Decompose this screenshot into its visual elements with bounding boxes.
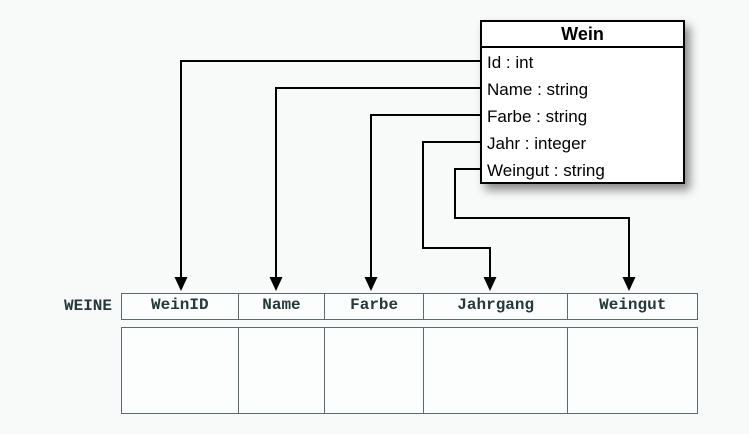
table-empty-row — [121, 327, 698, 414]
column-header-weingut: Weingut — [567, 294, 697, 319]
table-cell-jahrgang — [422, 328, 568, 413]
arrowhead-weingut — [622, 277, 636, 291]
arrowhead-farbe — [364, 277, 378, 291]
table-cell-name — [237, 328, 325, 413]
arrowhead-name — [269, 277, 283, 291]
uml-class-wein: Wein Id : int Name : string Farbe : stri… — [480, 20, 685, 184]
table-header-row: WeinID Name Farbe Jahrgang Weingut — [121, 293, 698, 320]
arrow-weingut-to-weingut — [454, 168, 630, 280]
column-header-jahrgang: Jahrgang — [422, 294, 568, 319]
column-header-name: Name — [237, 294, 325, 319]
class-title: Wein — [482, 22, 683, 48]
class-attribute-weingut: Weingut : string — [487, 161, 605, 180]
table-cell-weingut — [567, 328, 697, 413]
arrowhead-weinid — [174, 277, 188, 291]
class-attribute-name: Name : string — [487, 80, 589, 99]
class-attribute-list: Id : int Name : string Farbe : string Ja… — [482, 48, 683, 184]
arrow-id-to-weinid — [180, 60, 480, 280]
arrowhead-jahrgang — [483, 277, 497, 291]
table-cell-weinid — [122, 328, 238, 413]
class-attribute-jahr: Jahr : integer — [487, 134, 587, 153]
column-header-farbe: Farbe — [324, 294, 423, 319]
class-attribute-farbe: Farbe : string — [487, 107, 588, 126]
table-cell-farbe — [324, 328, 423, 413]
arrow-jahr-to-jahrgang — [422, 141, 491, 280]
table-name-label: WEINE — [63, 297, 112, 315]
class-attribute-id: Id : int — [487, 53, 534, 72]
arrow-name-to-name — [275, 87, 480, 280]
arrow-farbe-to-farbe — [370, 114, 480, 280]
column-header-weinid: WeinID — [150, 296, 209, 314]
